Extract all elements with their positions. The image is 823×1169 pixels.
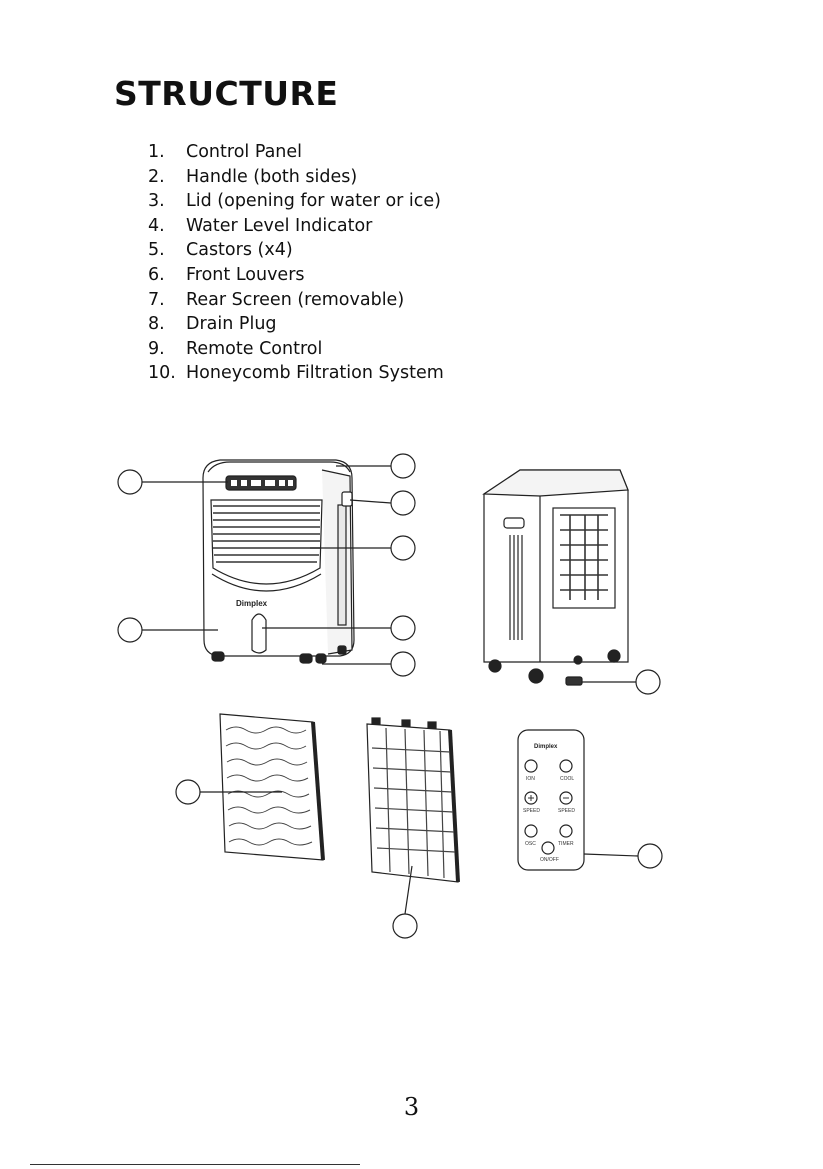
timer-button — [560, 825, 572, 837]
speed-down-label: SPEED — [558, 808, 575, 814]
list-item: 6.Front Louvers — [148, 263, 444, 288]
footer-rule — [30, 1164, 360, 1165]
list-item: 4.Water Level Indicator — [148, 214, 444, 239]
honeycomb-filter — [220, 714, 323, 860]
callout-circle — [638, 844, 662, 868]
structure-diagram: Dimplex — [0, 440, 823, 950]
item-number: 2. — [148, 165, 186, 190]
list-item: 9.Remote Control — [148, 337, 444, 362]
remote-brand: Dimplex — [534, 744, 558, 750]
timer-label: TIMER — [558, 841, 574, 847]
cool-button — [560, 760, 572, 772]
item-label: Drain Plug — [186, 314, 277, 334]
ion-label: ION — [526, 776, 535, 782]
item-label: Honeycomb Filtration System — [186, 363, 444, 383]
page-title: STRUCTURE — [114, 74, 338, 113]
item-label: Front Louvers — [186, 265, 305, 285]
page-number: 3 — [0, 1093, 823, 1121]
list-item: 3.Lid (opening for water or ice) — [148, 189, 444, 214]
ion-button — [525, 760, 537, 772]
item-label: Control Panel — [186, 142, 302, 162]
item-number: 3. — [148, 189, 186, 214]
rear-view-cooler — [484, 470, 628, 685]
item-number: 10. — [148, 361, 186, 386]
item-number: 7. — [148, 288, 186, 313]
item-number: 1. — [148, 140, 186, 165]
item-label: Rear Screen (removable) — [186, 290, 404, 310]
osc-label: OSC — [525, 841, 536, 847]
osc-button — [525, 825, 537, 837]
item-label: Castors (x4) — [186, 240, 293, 260]
speed-up-label: SPEED — [523, 808, 540, 814]
list-item: 7.Rear Screen (removable) — [148, 288, 444, 313]
item-number: 8. — [148, 312, 186, 337]
item-number: 5. — [148, 238, 186, 263]
callout-circle — [176, 780, 200, 804]
cool-label: COOL — [560, 776, 574, 782]
list-item: 5.Castors (x4) — [148, 238, 444, 263]
callout-circle — [391, 616, 415, 640]
callout-circle — [393, 914, 417, 938]
parts-list: 1.Control Panel 2.Handle (both sides) 3.… — [148, 140, 444, 386]
list-item: 1.Control Panel — [148, 140, 444, 165]
item-label: Remote Control — [186, 339, 322, 359]
callout-circle — [118, 470, 142, 494]
rear-screen-panel — [367, 718, 458, 882]
callout-circle — [118, 618, 142, 642]
callout-circle — [391, 491, 415, 515]
item-number: 6. — [148, 263, 186, 288]
front-view-cooler: Dimplex — [203, 460, 354, 663]
list-item: 2.Handle (both sides) — [148, 165, 444, 190]
brand-logo: Dimplex — [236, 599, 268, 608]
list-item: 8.Drain Plug — [148, 312, 444, 337]
list-item: 10.Honeycomb Filtration System — [148, 361, 444, 386]
power-button — [542, 842, 554, 854]
callout-circle — [391, 652, 415, 676]
item-number: 4. — [148, 214, 186, 239]
item-label: Water Level Indicator — [186, 216, 372, 236]
remote-control: Dimplex ION COOL SPEED SPEED OSC TIMER O… — [518, 730, 584, 870]
callout-circle — [391, 536, 415, 560]
item-number: 9. — [148, 337, 186, 362]
power-label: ON/OFF — [540, 857, 559, 863]
callout-circle — [391, 454, 415, 478]
item-label: Handle (both sides) — [186, 167, 357, 187]
item-label: Lid (opening for water or ice) — [186, 191, 441, 211]
callout-circle — [636, 670, 660, 694]
